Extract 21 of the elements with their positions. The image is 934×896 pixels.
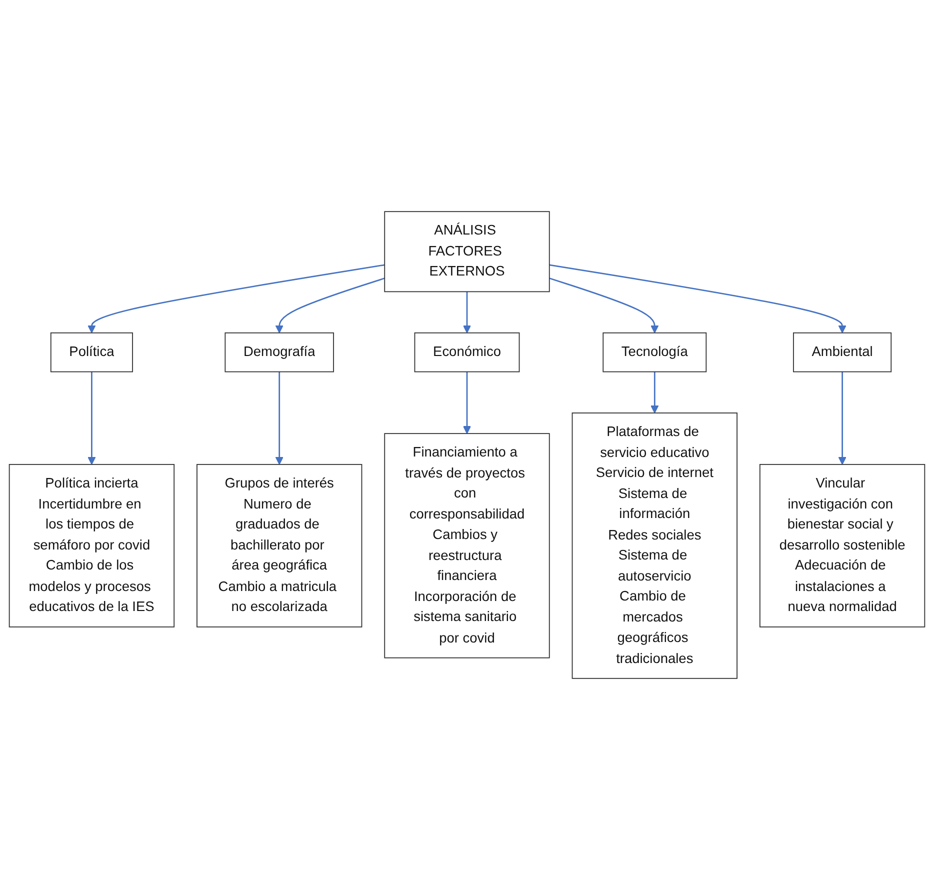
node-box: Tecnología [602,332,707,372]
node-box: Plataformas de servicio educativo Servicio de internet Sistema de información Redes sociales Sistema de autoservicio Cambio de mercados geográficos tradicionales [572,412,738,679]
node-box: Grupos de interés Numero de graduados de bachillerato por área geográfica Cambio a matricula no escolarizada [196,464,362,628]
node-box: Ambiental [793,332,892,372]
node-box: Política incierta Incertidumbre en los tiempos de semáforo por covid Cambio de los modelos y procesos educativos de la IES [8,464,175,628]
arrow [462,372,472,434]
arrow [549,264,846,334]
node-box: Financiamiento a través de proyectos con corresponsabilidad Cambios y reestructura financiera Incorporación de sistema sanitario por covid [384,433,550,658]
node-box: ANÁLISIS FACTORES EXTERNOS [384,211,550,292]
node-box: Vincular investigación con bienestar social y desarrollo sostenible Adecuación de instalaciones a nueva normalidad [759,464,926,628]
arrow [275,278,385,334]
arrow [88,372,96,465]
node-box: Demografía [224,332,334,372]
arrow [462,292,472,334]
arrow [838,372,846,465]
arrow [275,372,284,465]
node-box: Política [50,332,133,372]
arrow [549,278,659,334]
node-box: Económico [414,332,520,372]
arrow [650,372,659,414]
arrow [88,264,385,334]
